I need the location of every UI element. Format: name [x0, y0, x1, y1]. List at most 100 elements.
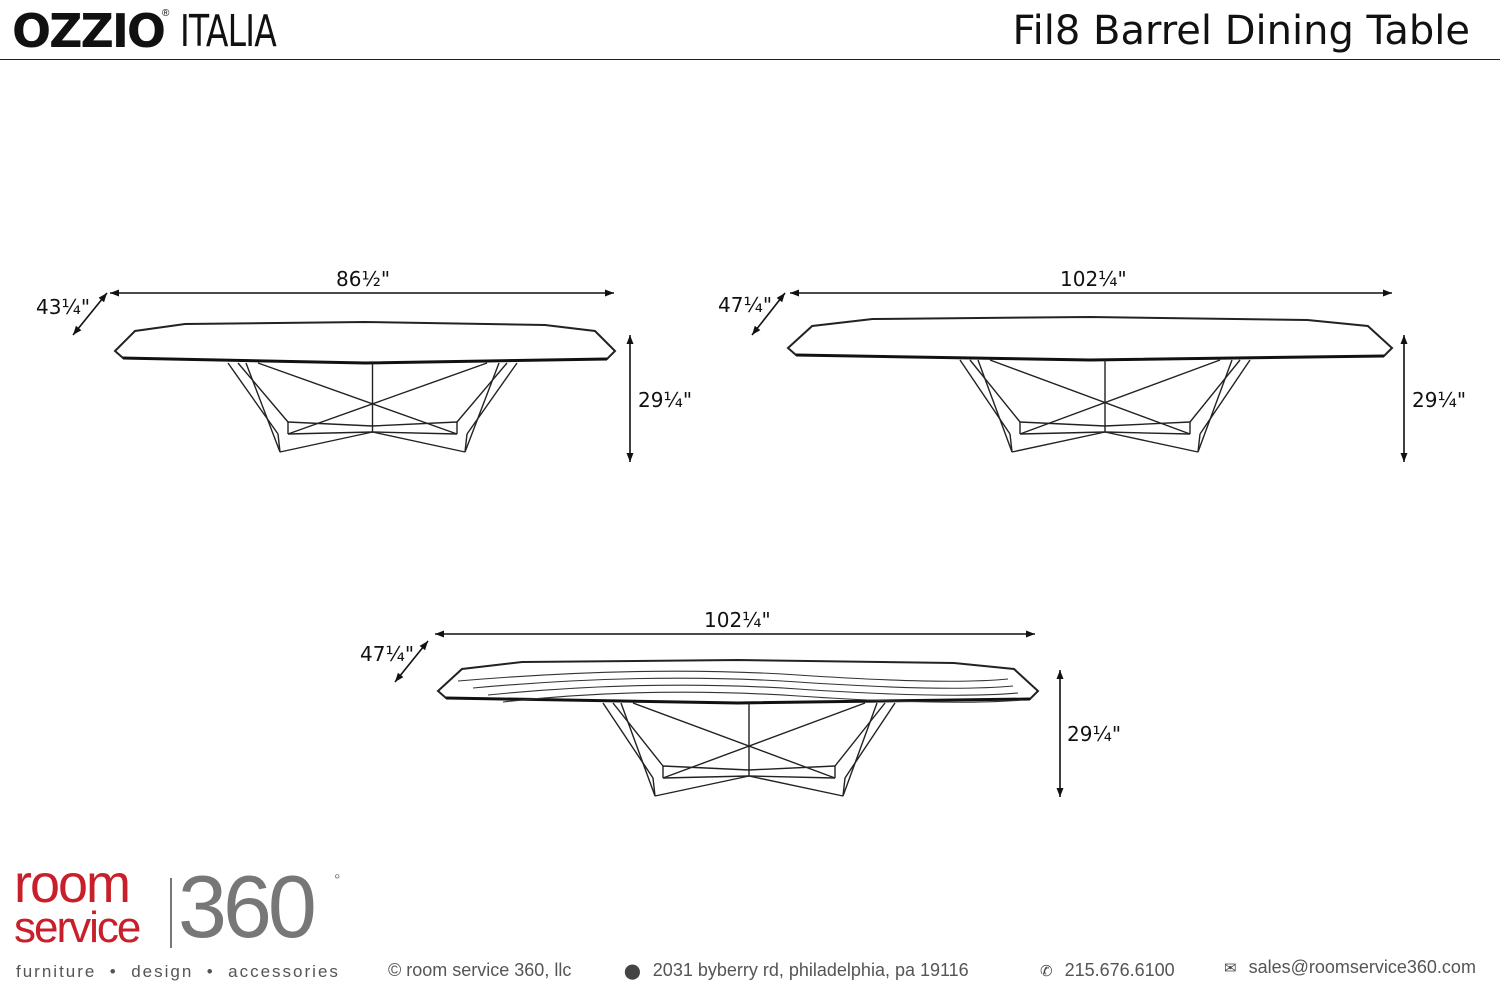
view2-tabletop [786, 315, 1394, 362]
view1-depth-arrow [72, 292, 108, 336]
view1-depth-label: 43¼" [36, 295, 91, 319]
view2-depth-label: 47¼" [718, 293, 773, 317]
view1-base-strut [287, 362, 488, 435]
view2-base-strut [1189, 359, 1241, 423]
view3-height-arrow-head [1056, 788, 1064, 797]
view2-base-strut [1197, 359, 1233, 453]
ozzio-logo: OZZIO [12, 4, 166, 58]
view2-base-strut [1104, 421, 1191, 427]
view2-base-strut [1197, 433, 1201, 453]
view2-height-arrow-head [1400, 453, 1408, 462]
email-link[interactable]: sales@roomservice360.com [1248, 957, 1476, 977]
view3-width-arrow-head [1026, 630, 1035, 638]
view1-base-strut [257, 362, 458, 435]
ozzio-logo-italia: ITALIA [180, 6, 277, 57]
view3-base-strut [748, 765, 836, 771]
view2-base-strut [1019, 421, 1106, 427]
address: ⬤ 2031 byberry rd, philadelphia, pa 19116 [624, 960, 969, 981]
view1-base-strut [372, 421, 458, 427]
view1-width-label: 86½" [336, 267, 391, 291]
view3-height-label: 29¼" [1067, 722, 1122, 746]
view3-wood-grain [487, 684, 1019, 696]
map-pin-icon: ⬤ [624, 963, 641, 980]
view1-depth-arrow-head [73, 325, 82, 335]
email[interactable]: ✉ sales@roomservice360.com [1224, 957, 1476, 978]
view3-base-strut [834, 702, 886, 767]
view1-width-arrow-head [605, 289, 614, 297]
view3-tabletop-edge [445, 696, 1031, 705]
view2-base-strut [1104, 431, 1191, 435]
view1-base-strut [287, 421, 373, 427]
roomservice-logo-room: room [14, 854, 131, 914]
view3-width-label: 102¼" [704, 608, 771, 632]
view3-width-arrow-head [435, 630, 444, 638]
view1-base-strut [245, 362, 281, 453]
view2-height-arrow-head [1400, 335, 1408, 344]
view1-tabletop-edge [122, 356, 608, 365]
view2-depth-arrow-head [776, 293, 785, 303]
view3-base-strut [844, 702, 896, 779]
view3-base-strut [748, 775, 844, 797]
view1-base-strut [287, 431, 373, 435]
view1-base-strut [237, 362, 289, 423]
registered-mark: ® [162, 8, 170, 19]
view3-wood-grain [502, 691, 1024, 703]
view3-base-strut [662, 702, 866, 779]
view3-depth-arrow-head [419, 641, 428, 651]
phone-text[interactable]: 215.676.6100 [1064, 960, 1175, 980]
view2-base-strut [1104, 431, 1199, 453]
view2-base-strut [977, 359, 1013, 453]
view2-base-strut [1009, 433, 1013, 453]
view2-base-strut [959, 359, 1011, 435]
view1-base-strut [464, 433, 468, 453]
view3-depth-label: 47¼" [360, 642, 415, 666]
view1-height-arrow-head [626, 453, 634, 462]
view1-base-strut [227, 362, 279, 435]
view1-base-strut [456, 362, 508, 423]
view3-base-strut [652, 777, 656, 797]
view3-base-strut [602, 702, 654, 779]
view1-base-strut [466, 362, 518, 435]
view1-height-label: 29¼" [638, 388, 693, 412]
roomservice-logo-360: 360 [178, 857, 317, 956]
view2-base-strut [1011, 431, 1106, 453]
view3-height-arrow-head [1056, 670, 1064, 679]
roomservice-logo-degree: ° [334, 872, 341, 889]
tagline: furniture • design • accessories [16, 962, 340, 981]
view1-depth-arrow-head [98, 293, 107, 303]
view3-wood-grain [472, 677, 1014, 689]
view3-wood-grain [457, 670, 1009, 682]
page-title: Fil8 Barrel Dining Table [1012, 8, 1470, 54]
view2-tabletop-edge [795, 353, 1385, 362]
view3-base-strut [612, 702, 664, 767]
view2-base-strut [969, 359, 1021, 423]
view2-base-strut [1199, 359, 1251, 435]
header-divider [0, 59, 1500, 60]
view3-base-strut [842, 777, 846, 797]
view1-base-strut [372, 431, 458, 435]
view3-base-strut [632, 702, 836, 779]
view3-base-strut [662, 765, 750, 771]
view1-height-arrow-head [626, 335, 634, 344]
view2-width-label: 102¼" [1060, 267, 1127, 291]
view2-base-strut [1019, 359, 1221, 435]
view3-base-strut [842, 702, 878, 797]
roomservice-logo-service: service [14, 903, 141, 952]
logo-divider [170, 878, 172, 948]
view2-depth-arrow-head [752, 325, 761, 335]
view3-base-strut [662, 775, 750, 779]
view1-base-strut [372, 431, 466, 453]
view3-base-strut [748, 775, 836, 779]
view2-height-label: 29¼" [1412, 388, 1467, 412]
phone-icon: ✆ [1040, 963, 1053, 980]
view2-width-arrow-head [790, 289, 799, 297]
copyright: © room service 360, llc [388, 960, 572, 980]
address-text: 2031 byberry rd, philadelphia, pa 19116 [652, 960, 969, 980]
view3-base-strut [654, 775, 750, 797]
envelope-icon: ✉ [1224, 960, 1237, 977]
view1-width-arrow-head [110, 289, 119, 297]
phone[interactable]: ✆ 215.676.6100 [1040, 960, 1175, 981]
view2-width-arrow-head [1383, 289, 1392, 297]
view2-base-strut [1019, 431, 1106, 435]
